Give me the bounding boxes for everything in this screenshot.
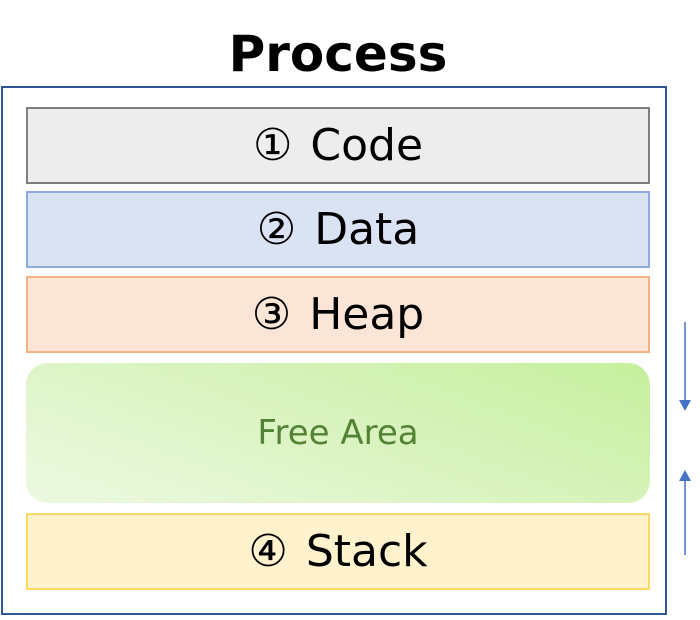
heap-growth-arrow-down-icon bbox=[678, 322, 692, 412]
stack-growth-arrow-up-icon bbox=[678, 469, 692, 555]
segment-data-label: Data bbox=[314, 204, 420, 255]
segment-heap-number: ③ bbox=[251, 289, 292, 340]
diagram-title: Process bbox=[228, 25, 448, 83]
segment-code-label: Code bbox=[310, 120, 424, 171]
segment-stack: ④ Stack bbox=[26, 513, 650, 590]
segment-free-area: Free Area bbox=[26, 363, 650, 503]
segment-data-number: ② bbox=[256, 204, 297, 255]
segment-stack-label: Stack bbox=[305, 526, 428, 577]
free-area-label: Free Area bbox=[257, 413, 419, 453]
segment-heap-label: Heap bbox=[309, 289, 425, 340]
segment-code: ① Code bbox=[26, 107, 650, 184]
process-box bbox=[1, 86, 667, 615]
segment-code-number: ① bbox=[252, 120, 293, 171]
segment-stack-number: ④ bbox=[248, 526, 288, 577]
segment-heap: ③ Heap bbox=[26, 276, 650, 353]
segment-data: ② Data bbox=[26, 191, 650, 268]
